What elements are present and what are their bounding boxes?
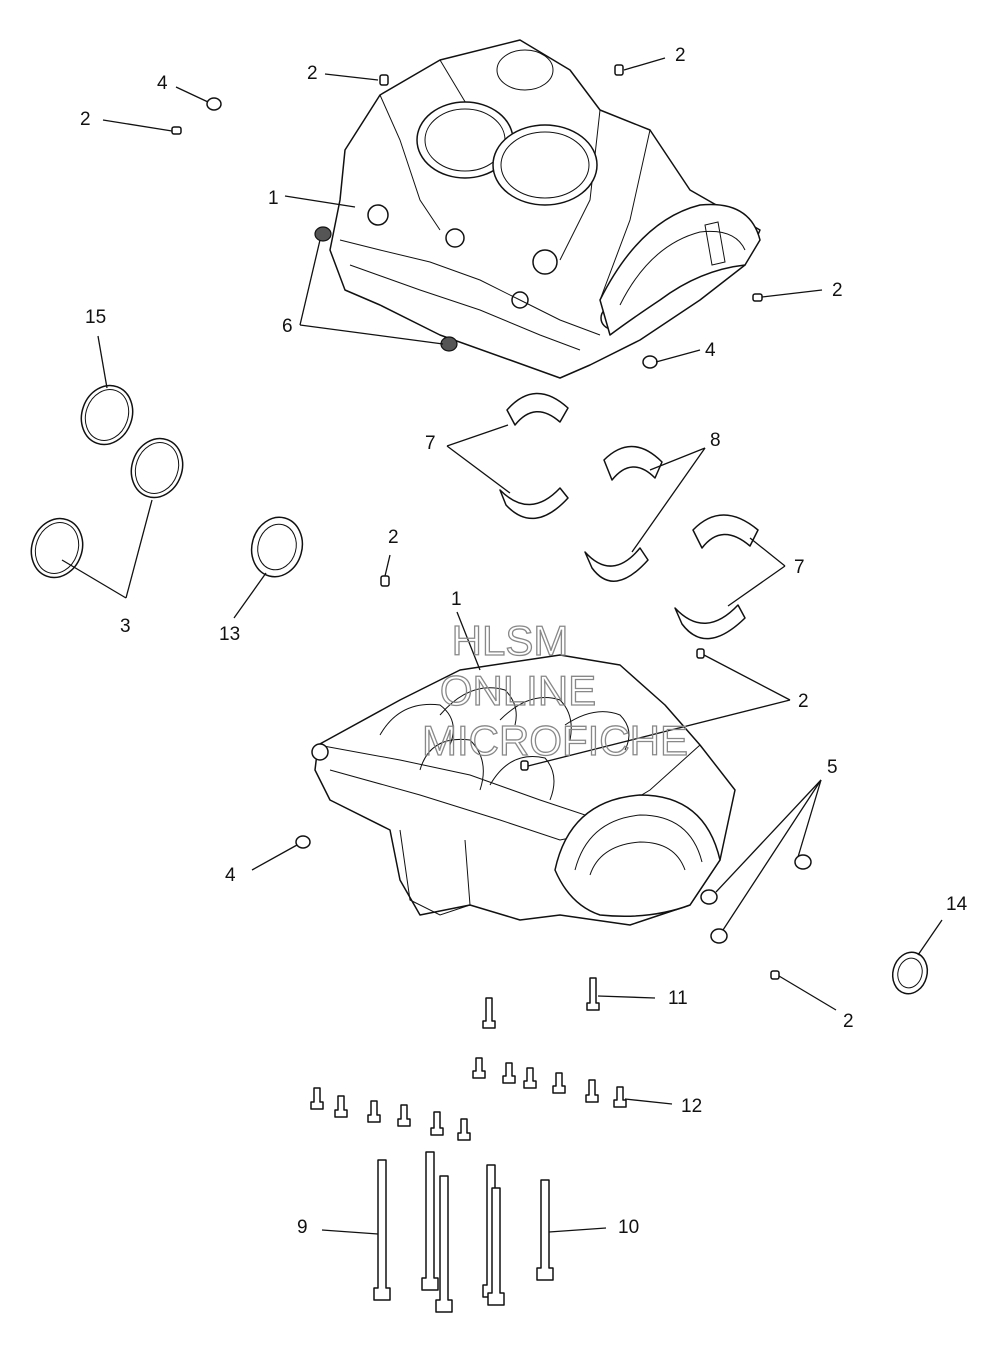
callout-c12: 4 (705, 340, 716, 361)
callout-c3: 2 (307, 63, 318, 84)
callout-c22: 12 (681, 1096, 702, 1117)
callout-c11: 4 (157, 73, 168, 94)
leader-lines (61, 57, 943, 1235)
callout-c9: 2 (843, 1011, 854, 1032)
callout-c24: 14 (946, 894, 968, 915)
dowel-pins (171, 64, 780, 980)
callout-c8: 2 (798, 691, 809, 712)
callout-c4: 2 (675, 45, 686, 66)
callout-c6: 2 (832, 280, 843, 301)
callout-c20: 10 (618, 1217, 639, 1238)
callout-c13: 4 (225, 865, 236, 886)
callout-c21: 11 (668, 988, 688, 1009)
upper-crankcase (329, 39, 761, 379)
long-bolts (373, 1151, 554, 1313)
main-bearing-shells (499, 392, 759, 640)
callout-c1: 1 (268, 188, 279, 209)
callout-c17: 7 (794, 557, 805, 578)
callout-c19: 9 (297, 1217, 308, 1238)
watermark: HLSM ONLINE MICROFICHE (421, 616, 688, 764)
callout-c5: 2 (80, 109, 91, 130)
watermark-line-2: ONLINE (440, 667, 596, 714)
watermark-line-3: MICROFICHE (422, 717, 688, 764)
watermark-line-1: HLSM (452, 617, 569, 664)
callout-c25: 15 (85, 307, 106, 328)
callout-c14: 5 (827, 757, 838, 778)
callout-labels: 1 1 2 2 2 2 2 2 2 3 4 4 4 5 6 7 7 8 9 10… (80, 45, 968, 1238)
callout-c7: 2 (388, 527, 399, 548)
callout-c2: 1 (451, 589, 462, 610)
short-bolts (310, 977, 627, 1141)
callout-c18: 8 (710, 430, 721, 451)
bushings (206, 97, 812, 944)
callout-c23: 13 (219, 624, 240, 645)
o-rings-and-seals (30, 384, 929, 995)
callout-c10: 3 (120, 616, 131, 637)
callout-c15: 6 (282, 316, 293, 337)
callout-c16: 7 (425, 433, 436, 454)
lower-crankcase (311, 654, 736, 926)
